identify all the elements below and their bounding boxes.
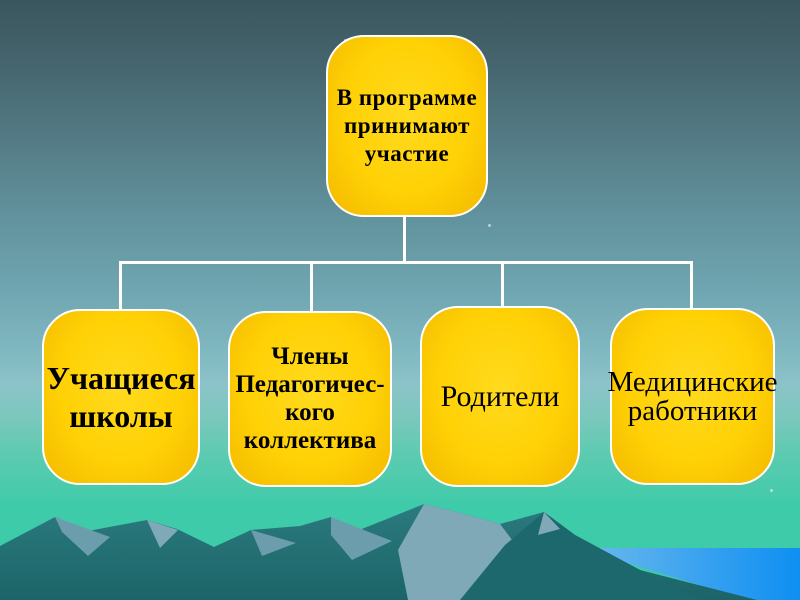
connector-root-stem: [403, 216, 406, 263]
artifact-dot: [344, 39, 347, 42]
node-text-line: Учащиеся: [46, 360, 196, 396]
diagram-node-root[interactable]: В программе принимают участие: [326, 35, 488, 217]
water: [578, 548, 800, 600]
diagram-node-medical-workers[interactable]: Медицинские работники: [607, 308, 778, 485]
node-text-line: участие: [364, 141, 450, 166]
artifact-dot: [770, 489, 773, 492]
connector-horizontal-bar: [119, 261, 693, 264]
node-text-line: В программе: [336, 85, 478, 110]
node-text-line: Медицинские: [607, 365, 778, 398]
diagram-node-students[interactable]: Учащиеся школы: [42, 309, 200, 485]
mountain-facet: [538, 512, 560, 535]
node-text-line: кого: [285, 399, 335, 426]
connector-child-3: [501, 261, 504, 308]
node-text-line: Родители: [440, 379, 560, 413]
diagram-node-parents[interactable]: Родители: [420, 306, 580, 487]
mountain-facet: [251, 530, 296, 556]
node-text-line: Члены: [271, 343, 349, 370]
mountain-facet: [331, 517, 392, 560]
mountain-facet: [147, 520, 178, 548]
connector-child-1: [119, 261, 122, 311]
node-text-line: работники: [627, 394, 758, 427]
node-text-line: принимают: [344, 113, 470, 138]
diagram-node-teaching-staff[interactable]: Члены Педагогичес- кого коллектива: [228, 311, 392, 487]
node-text-line: школы: [69, 398, 173, 434]
mountain-facet: [55, 517, 110, 556]
node-text-line: Педагогичес-: [235, 371, 385, 398]
connector-child-4: [690, 261, 693, 310]
mountain-landscape: [0, 504, 800, 600]
node-text-line: коллектива: [243, 427, 377, 454]
mountain-shadow: [460, 512, 700, 600]
artifact-dot: [488, 224, 491, 227]
connector-child-2: [310, 261, 313, 313]
